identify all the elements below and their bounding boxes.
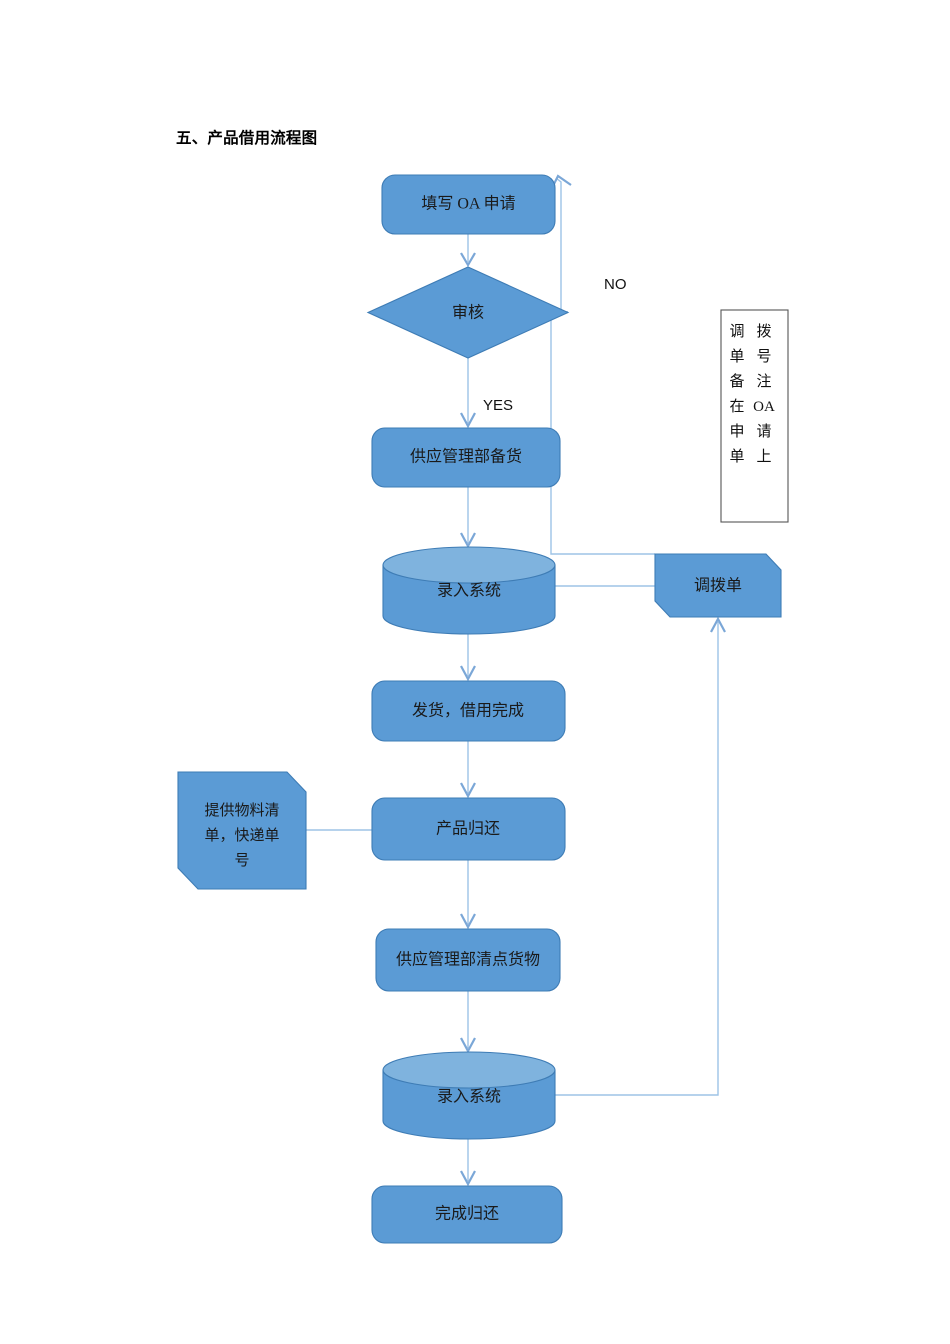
node-return-label: 产品归还 xyxy=(436,820,500,838)
branch-label-no: NO xyxy=(604,276,627,293)
arrowhead-entry2-done xyxy=(460,1170,476,1187)
vnote-col1-char0: 调 xyxy=(729,323,744,340)
vnote-col1-char5: 单 xyxy=(729,448,744,465)
vertical-note-box xyxy=(720,309,789,523)
node-entry2-top xyxy=(382,1051,556,1089)
vnote-col1-char1: 单 xyxy=(729,348,744,365)
node-materials-label-line3: 号 xyxy=(234,853,249,869)
node-prepare-shape[interactable] xyxy=(371,427,561,488)
node-materials-label-line1: 提供物料清 xyxy=(204,802,279,819)
node-entry1-label: 录入系统 xyxy=(437,582,501,600)
edge-review-apply-no xyxy=(555,177,568,313)
arrowhead-entry1-ship xyxy=(460,665,476,682)
vnote-col0-char0: 拨 xyxy=(756,323,771,340)
node-done[interactable]: 完成归还 xyxy=(371,1185,563,1244)
node-ship[interactable]: 发货，借用完成 xyxy=(371,680,566,742)
node-count[interactable]: 供应管理部清点货物 xyxy=(375,928,561,992)
vnote-col0-char5: 上 xyxy=(756,448,771,465)
node-count-shape[interactable] xyxy=(375,928,561,992)
vnote-col1-char2: 备 xyxy=(729,373,744,390)
vnote-col0-char3: OA xyxy=(753,399,775,415)
node-entry1-top xyxy=(382,546,556,584)
vnote-col1-char4: 申 xyxy=(729,423,744,440)
edge-review-transfer xyxy=(550,311,655,555)
vnote-col0-char4: 请 xyxy=(756,423,771,440)
arrowhead-ship-return xyxy=(460,782,476,799)
node-materials[interactable]: 提供物料清 单，快递单 号 xyxy=(177,771,307,890)
node-apply[interactable]: 填写 OA 申请 xyxy=(381,174,556,235)
node-review-shape[interactable] xyxy=(366,266,570,359)
node-prepare-label: 供应管理部备货 xyxy=(410,447,522,466)
node-apply-label: 填写 OA 申请 xyxy=(421,195,515,213)
node-transfer[interactable]: 调拨单 xyxy=(654,553,782,618)
vertical-note: 拨 号 注 OA 请 上 调 单 备 在 申 单 xyxy=(720,309,789,523)
node-entry1[interactable]: 录入系统 xyxy=(382,546,556,635)
node-done-label: 完成归还 xyxy=(435,1205,499,1223)
node-entry1-body[interactable] xyxy=(382,564,556,635)
node-ship-shape[interactable] xyxy=(371,680,566,742)
arrowhead-entry2-transfer xyxy=(710,616,726,633)
node-return[interactable]: 产品归还 xyxy=(371,797,566,861)
arrowhead-prepare-entry1 xyxy=(460,532,476,549)
arrowhead-count-entry2 xyxy=(460,1037,476,1054)
node-return-shape[interactable] xyxy=(371,797,566,861)
node-count-label: 供应管理部清点货物 xyxy=(396,950,540,969)
node-entry2-body[interactable] xyxy=(382,1069,556,1140)
node-materials-shape[interactable] xyxy=(177,771,307,890)
node-apply-shape[interactable] xyxy=(381,174,556,235)
edge-entry2-transfer xyxy=(555,622,719,1096)
node-review-label: 审核 xyxy=(452,304,484,322)
page-title: 五、产品借用流程图 xyxy=(176,130,318,147)
vnote-col0-char1: 号 xyxy=(756,349,771,365)
node-entry2-label: 录入系统 xyxy=(437,1088,501,1106)
arrowhead-review-prepare xyxy=(460,412,476,429)
node-done-shape[interactable] xyxy=(371,1185,563,1244)
node-review[interactable]: 审核 xyxy=(366,266,570,359)
arrowhead-return-count xyxy=(460,913,476,930)
vnote-col1-char3: 在 xyxy=(729,398,744,415)
vnote-col0-char2: 注 xyxy=(756,373,771,390)
arrowhead-apply-review xyxy=(460,252,476,268)
node-ship-label: 发货，借用完成 xyxy=(412,702,524,720)
branch-label-yes: YES xyxy=(483,397,513,414)
node-materials-label-line2: 单，快递单 xyxy=(204,827,279,844)
node-transfer-shape[interactable] xyxy=(654,553,782,618)
node-prepare[interactable]: 供应管理部备货 xyxy=(371,427,561,488)
node-transfer-label: 调拨单 xyxy=(694,577,742,595)
node-entry2[interactable]: 录入系统 xyxy=(382,1051,556,1140)
connectors xyxy=(306,174,726,1187)
